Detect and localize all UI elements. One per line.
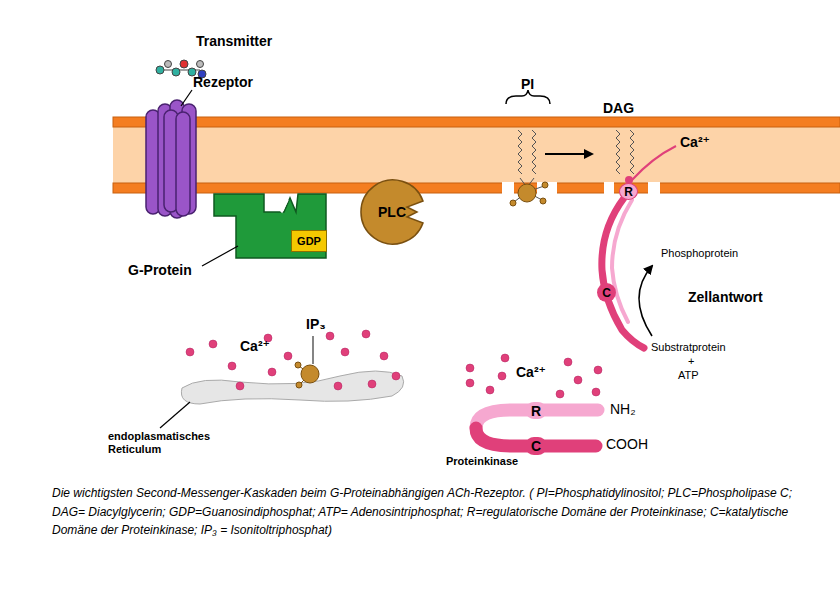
ion-label: Ca²⁺ <box>516 364 546 380</box>
pi-lipid <box>514 130 544 202</box>
membrane-core <box>113 127 840 184</box>
membrane-gap <box>502 182 514 194</box>
node-text: PLC <box>378 204 406 220</box>
node-text: R <box>624 185 633 199</box>
membrane-gap <box>648 182 660 194</box>
node-text: R <box>531 403 541 419</box>
substrate-label: Substratprotein <box>651 341 726 354</box>
plc-outline <box>361 180 423 244</box>
plus-sign: + <box>688 355 694 368</box>
part-label: DAG <box>603 100 634 116</box>
node-text: C <box>602 286 611 300</box>
figure-caption: Die wichtigsten Second-Messenger-Kaskade… <box>52 484 792 540</box>
phosphate <box>296 382 302 388</box>
result-label: Zellantwort <box>688 289 763 305</box>
leader-line <box>160 402 190 428</box>
ip3-molecule <box>301 365 319 383</box>
endoplasmic-reticulum <box>181 371 403 404</box>
terminus-label: NH₂ <box>610 401 636 417</box>
part-label: PI <box>521 76 534 92</box>
dag-lipid <box>616 130 634 174</box>
membrane-inner <box>113 183 840 193</box>
bracket <box>506 90 550 104</box>
organelle-label: endoplasmatisches Reticulum <box>108 430 220 455</box>
node-text: GDP <box>297 235 321 247</box>
leader-line <box>181 90 192 106</box>
receptor <box>146 100 196 218</box>
g-protein-pocket <box>266 196 288 212</box>
g-protein <box>214 194 326 258</box>
reaction-arrow <box>639 266 652 336</box>
ion-label: Ca²⁺ <box>680 134 710 150</box>
conversion-arrow <box>545 153 592 155</box>
membrane-gap <box>604 182 614 194</box>
plc-enzyme: PLC <box>359 179 425 245</box>
gdp-box: GDP <box>291 230 327 252</box>
membrane-outer <box>113 117 840 127</box>
phosphate <box>510 200 516 206</box>
part-label: Proteinkinase <box>446 455 518 468</box>
molecule-label: IP₃ <box>306 316 326 332</box>
protein-kinase <box>602 198 644 348</box>
phosphate <box>542 182 548 188</box>
catalytic-domain: C <box>597 283 616 302</box>
membrane-gap <box>537 182 557 194</box>
substrate-label: ATP <box>678 369 699 382</box>
molecule-label: Transmitter <box>196 33 272 49</box>
part-label: Rezeptor <box>193 74 253 90</box>
ion-label: Ca²⁺ <box>240 338 270 354</box>
part-label: G-Protein <box>128 262 192 278</box>
phosphate <box>540 198 546 204</box>
catalytic-domain: C <box>526 437 546 455</box>
terminus-label: COOH <box>606 436 648 452</box>
protein-kinase <box>612 200 632 322</box>
node-text: C <box>531 438 541 454</box>
kinase-anchor <box>632 146 676 180</box>
leader-line <box>312 336 313 364</box>
ca-ions <box>186 330 602 398</box>
regulatory-domain: R <box>619 183 638 200</box>
inositol-head <box>518 184 536 202</box>
product-label: Phosphoprotein <box>661 247 738 260</box>
regulatory-domain: R <box>526 402 546 419</box>
leader-line <box>202 246 238 266</box>
phosphate <box>295 362 301 368</box>
